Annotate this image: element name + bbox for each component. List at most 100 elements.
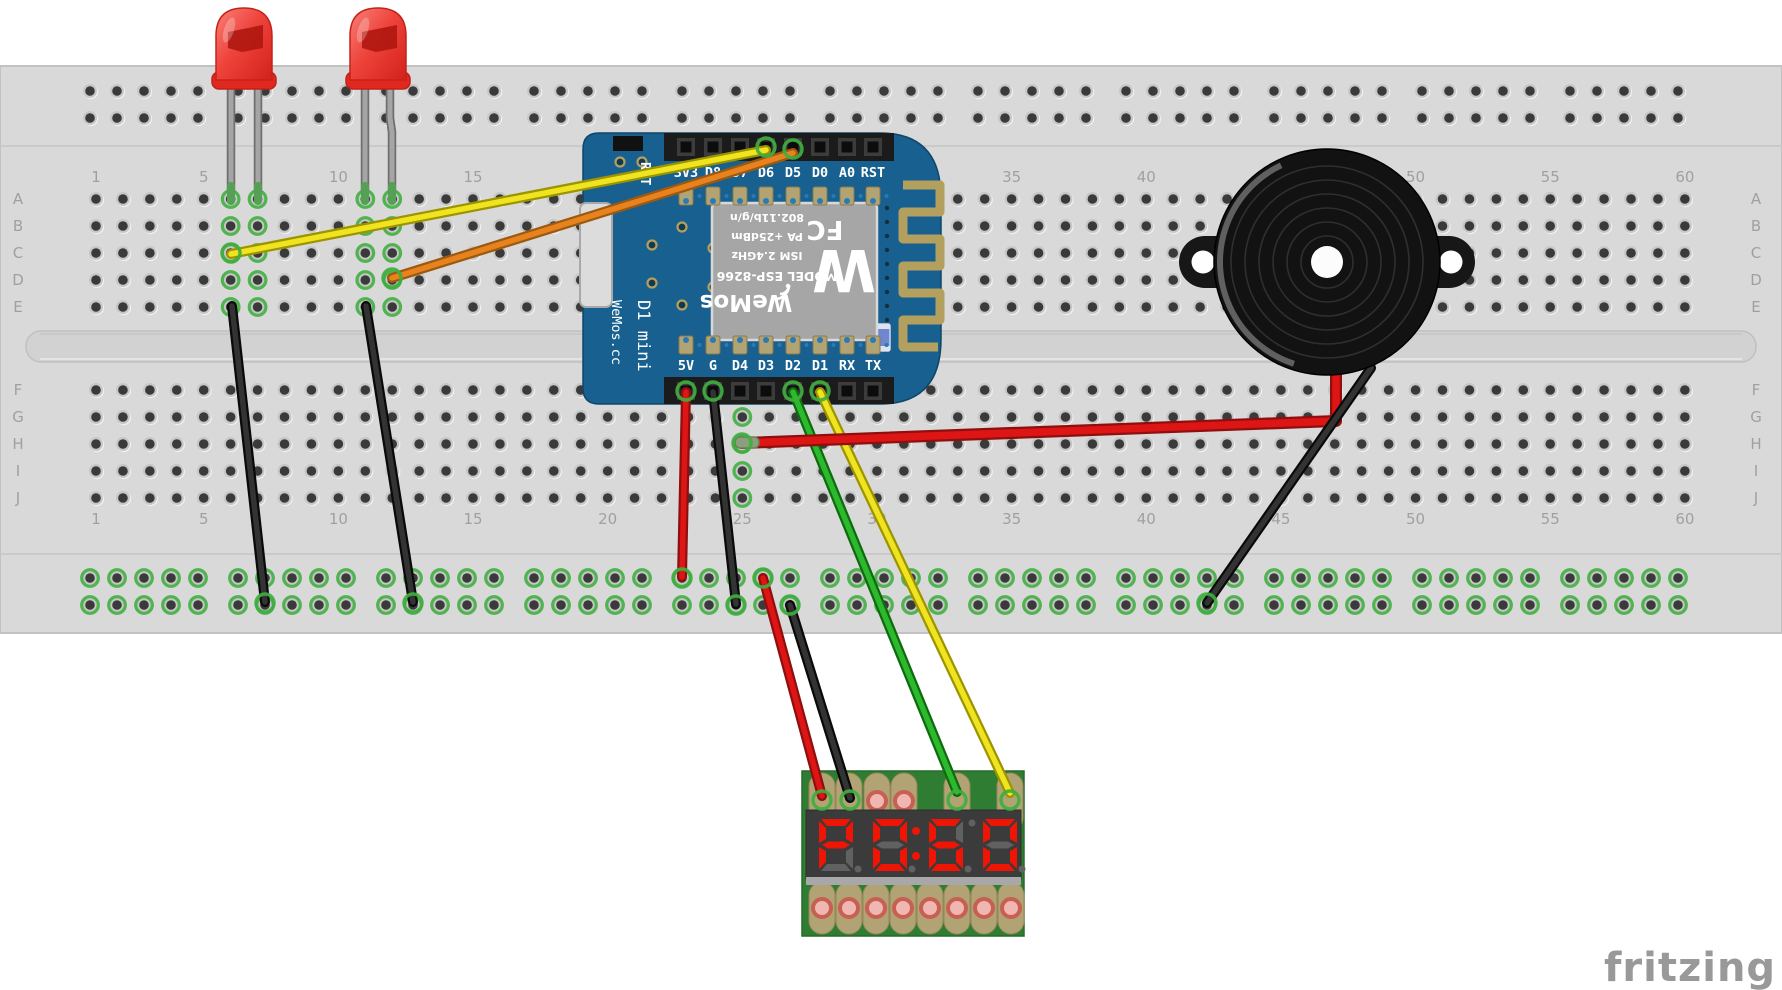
breadboard-hole bbox=[1269, 113, 1279, 123]
breadboard-hole bbox=[1168, 221, 1178, 231]
row-letter-right: C bbox=[1751, 244, 1761, 262]
connected-hole-ring bbox=[1412, 595, 1432, 615]
via-dot bbox=[884, 317, 890, 323]
breadboard-hole bbox=[306, 493, 317, 503]
degree-dot bbox=[968, 819, 976, 827]
breadboard-hole bbox=[387, 385, 398, 395]
breadboard-hole bbox=[287, 600, 297, 610]
breadboard-hole bbox=[1141, 493, 1152, 503]
breadboard-hole bbox=[906, 86, 916, 96]
breadboard-hole bbox=[556, 600, 566, 610]
breadboard-hole bbox=[1653, 385, 1663, 395]
breadboard-hole bbox=[1653, 412, 1663, 422]
breadboard-hole bbox=[1141, 248, 1152, 258]
breadboard-hole bbox=[1350, 573, 1360, 583]
breadboard-hole bbox=[933, 86, 943, 96]
breadboard-hole bbox=[1646, 86, 1656, 96]
breadboard-hole bbox=[1229, 113, 1239, 123]
breadboard-hole bbox=[1054, 600, 1064, 610]
breadboard-hole bbox=[118, 412, 128, 422]
inter-pad-via bbox=[777, 194, 782, 198]
column-number-top: 10 bbox=[329, 168, 348, 186]
breadboard-hole bbox=[1006, 385, 1017, 395]
breadboard-hole bbox=[549, 248, 559, 258]
breadboard-hole bbox=[1619, 113, 1629, 123]
castellated-pad bbox=[678, 335, 694, 355]
connection-ring bbox=[731, 432, 753, 454]
breadboard-hole bbox=[1141, 412, 1152, 422]
breadboard-hole bbox=[314, 573, 324, 583]
breadboard-hole bbox=[1195, 439, 1205, 449]
breadboard-hole bbox=[1592, 86, 1602, 96]
row-letter-right: G bbox=[1750, 408, 1762, 426]
breadboard-hole bbox=[360, 248, 371, 258]
breadboard-hole bbox=[1673, 86, 1683, 96]
pad-via bbox=[844, 337, 850, 343]
breadboard-hole bbox=[583, 573, 593, 583]
pcb-hole bbox=[646, 277, 658, 289]
breadboard-hole bbox=[1269, 573, 1279, 583]
pin-socket-hole bbox=[787, 141, 799, 153]
breadboard-hole bbox=[381, 573, 391, 583]
connection-ring bbox=[811, 789, 833, 811]
connected-hole-ring bbox=[1318, 568, 1338, 588]
segment-d-digit4 bbox=[985, 864, 1015, 871]
breadboard-hole bbox=[341, 600, 351, 610]
breadboard-hole bbox=[1653, 221, 1663, 231]
breadboard-hole bbox=[306, 412, 317, 422]
breadboard-hole bbox=[1269, 86, 1279, 96]
breadboard-hole bbox=[414, 248, 424, 258]
row-letter-right: J bbox=[1753, 489, 1758, 507]
inter-pad-via bbox=[724, 194, 729, 198]
breadboard-hole bbox=[468, 275, 478, 285]
connected-hole-ring bbox=[80, 595, 100, 615]
breadboard-hole bbox=[549, 439, 559, 449]
pad-hole bbox=[919, 897, 941, 919]
row-letter-left: I bbox=[16, 462, 20, 480]
radio-text: ISM 2.4GHz bbox=[732, 249, 803, 262]
breadboard-hole bbox=[1599, 275, 1609, 285]
inter-pad-via bbox=[697, 194, 702, 198]
breadboard-hole bbox=[112, 113, 122, 123]
pin-socket-hole bbox=[680, 141, 692, 153]
breadboard-hole bbox=[193, 86, 203, 96]
breadboard-hole bbox=[414, 275, 424, 285]
breadboard-hole bbox=[252, 412, 263, 422]
pcb-hole bbox=[676, 221, 688, 233]
breadboard-hole bbox=[193, 573, 203, 583]
row-letter-left: D bbox=[12, 271, 24, 289]
breadboard-hole bbox=[1060, 439, 1071, 449]
breadboard-hole bbox=[1323, 573, 1333, 583]
connection-ring bbox=[402, 592, 424, 614]
breadboard-hole bbox=[529, 600, 539, 610]
breadboard-hole bbox=[1437, 412, 1448, 422]
breadboard-hole bbox=[408, 113, 418, 123]
breadboard-hole bbox=[549, 275, 559, 285]
breadboard-hole bbox=[314, 86, 324, 96]
breadboard-hole bbox=[629, 412, 640, 422]
breadboard-hole bbox=[1653, 194, 1663, 204]
castellated-pad bbox=[705, 335, 721, 355]
segment-c-digit2 bbox=[900, 847, 907, 869]
buzzer-groove bbox=[1272, 207, 1382, 317]
breadboard-hole bbox=[1168, 439, 1178, 449]
breadboard-hole bbox=[1437, 302, 1448, 312]
breadboard-hole bbox=[1626, 275, 1636, 285]
segment-a-digit4 bbox=[985, 819, 1015, 826]
breadboard-hole bbox=[1033, 439, 1044, 449]
decimal-dot bbox=[1018, 865, 1026, 873]
column-number-bottom: 45 bbox=[1271, 510, 1290, 528]
connected-hole-ring bbox=[968, 568, 988, 588]
breadboard-hole bbox=[1350, 113, 1360, 123]
breadboard-hole bbox=[1491, 275, 1502, 285]
breadboard-hole bbox=[279, 221, 290, 231]
breadboard-hole bbox=[1141, 466, 1152, 476]
breadboard-hole bbox=[1525, 113, 1535, 123]
breadboard-hole bbox=[1673, 600, 1683, 610]
connected-hole-ring bbox=[457, 595, 477, 615]
connected-hole-ring bbox=[1264, 595, 1284, 615]
breadboard-hole bbox=[933, 113, 943, 123]
pad-hole bbox=[946, 897, 968, 919]
breadboard-hole bbox=[1572, 439, 1582, 449]
